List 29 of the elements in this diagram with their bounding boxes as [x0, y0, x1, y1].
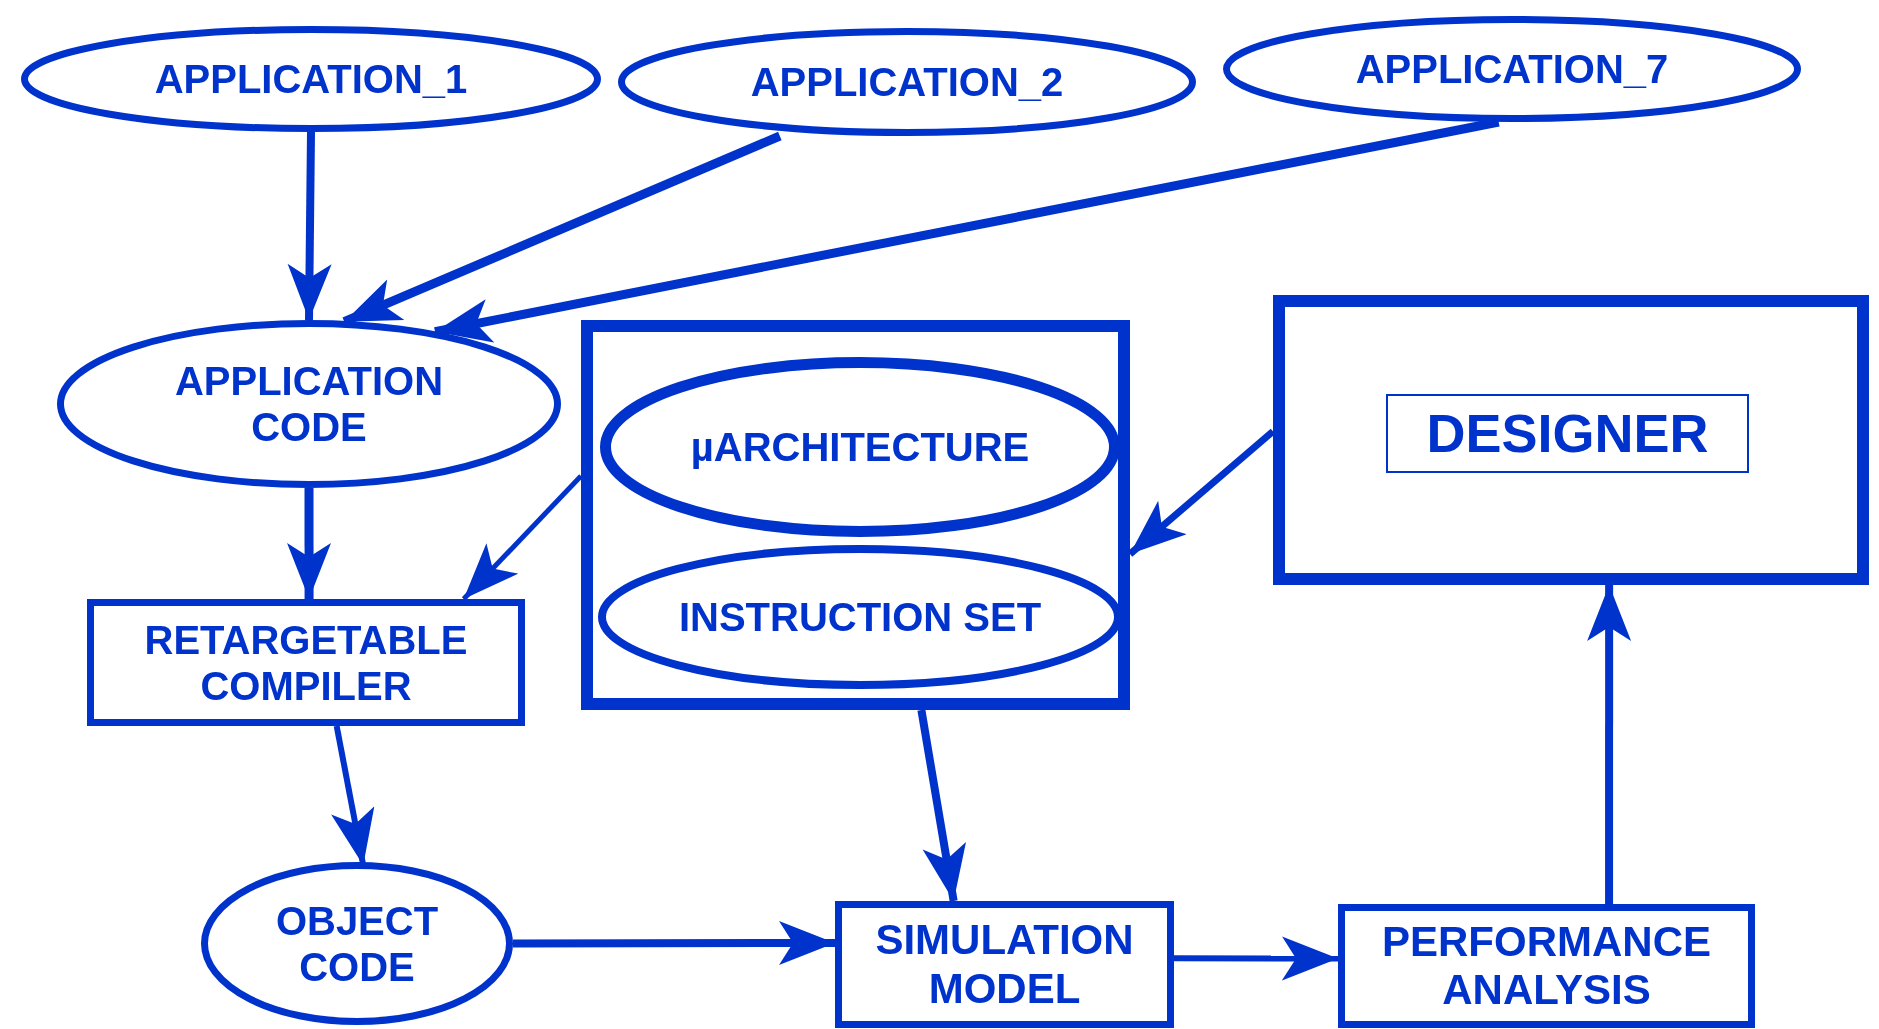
node-label: APPLICATION_7: [1355, 46, 1669, 92]
process-box: [835, 901, 1174, 1028]
node-label: DESIGNER: [1426, 402, 1709, 465]
container-box: [581, 320, 1130, 710]
designer-box: [1273, 295, 1869, 585]
arrow: [1127, 428, 1276, 557]
node-label: APPLICATION CODE: [173, 358, 445, 450]
arrow: [287, 488, 332, 599]
arrow: [917, 709, 966, 902]
node-label: PERFORMANCE ANALYSIS: [1381, 917, 1712, 1015]
node-label: INSTRUCTION SET: [678, 594, 1042, 640]
ellipse-node: [21, 26, 601, 132]
ellipse-node: [600, 357, 1120, 537]
process-box: [1338, 904, 1755, 1028]
node-label: RETARGETABLE COMPILER: [143, 616, 469, 709]
process-box: [87, 599, 525, 726]
ellipse-node: [618, 28, 1196, 136]
arrow: [1174, 936, 1338, 981]
node-label: µARCHITECTURE: [690, 424, 1030, 470]
ellipse-node: [201, 862, 513, 1025]
label-box: [1386, 394, 1749, 473]
ellipse-node: [57, 320, 561, 488]
arrow: [287, 131, 332, 321]
arrow: [461, 474, 583, 601]
node-label: OBJECT CODE: [274, 897, 440, 990]
node-label: APPLICATION_1: [154, 56, 468, 102]
ellipse-node: [1223, 16, 1801, 122]
node-label: SIMULATION MODEL: [874, 916, 1135, 1013]
node-label: APPLICATION_2: [750, 59, 1064, 105]
